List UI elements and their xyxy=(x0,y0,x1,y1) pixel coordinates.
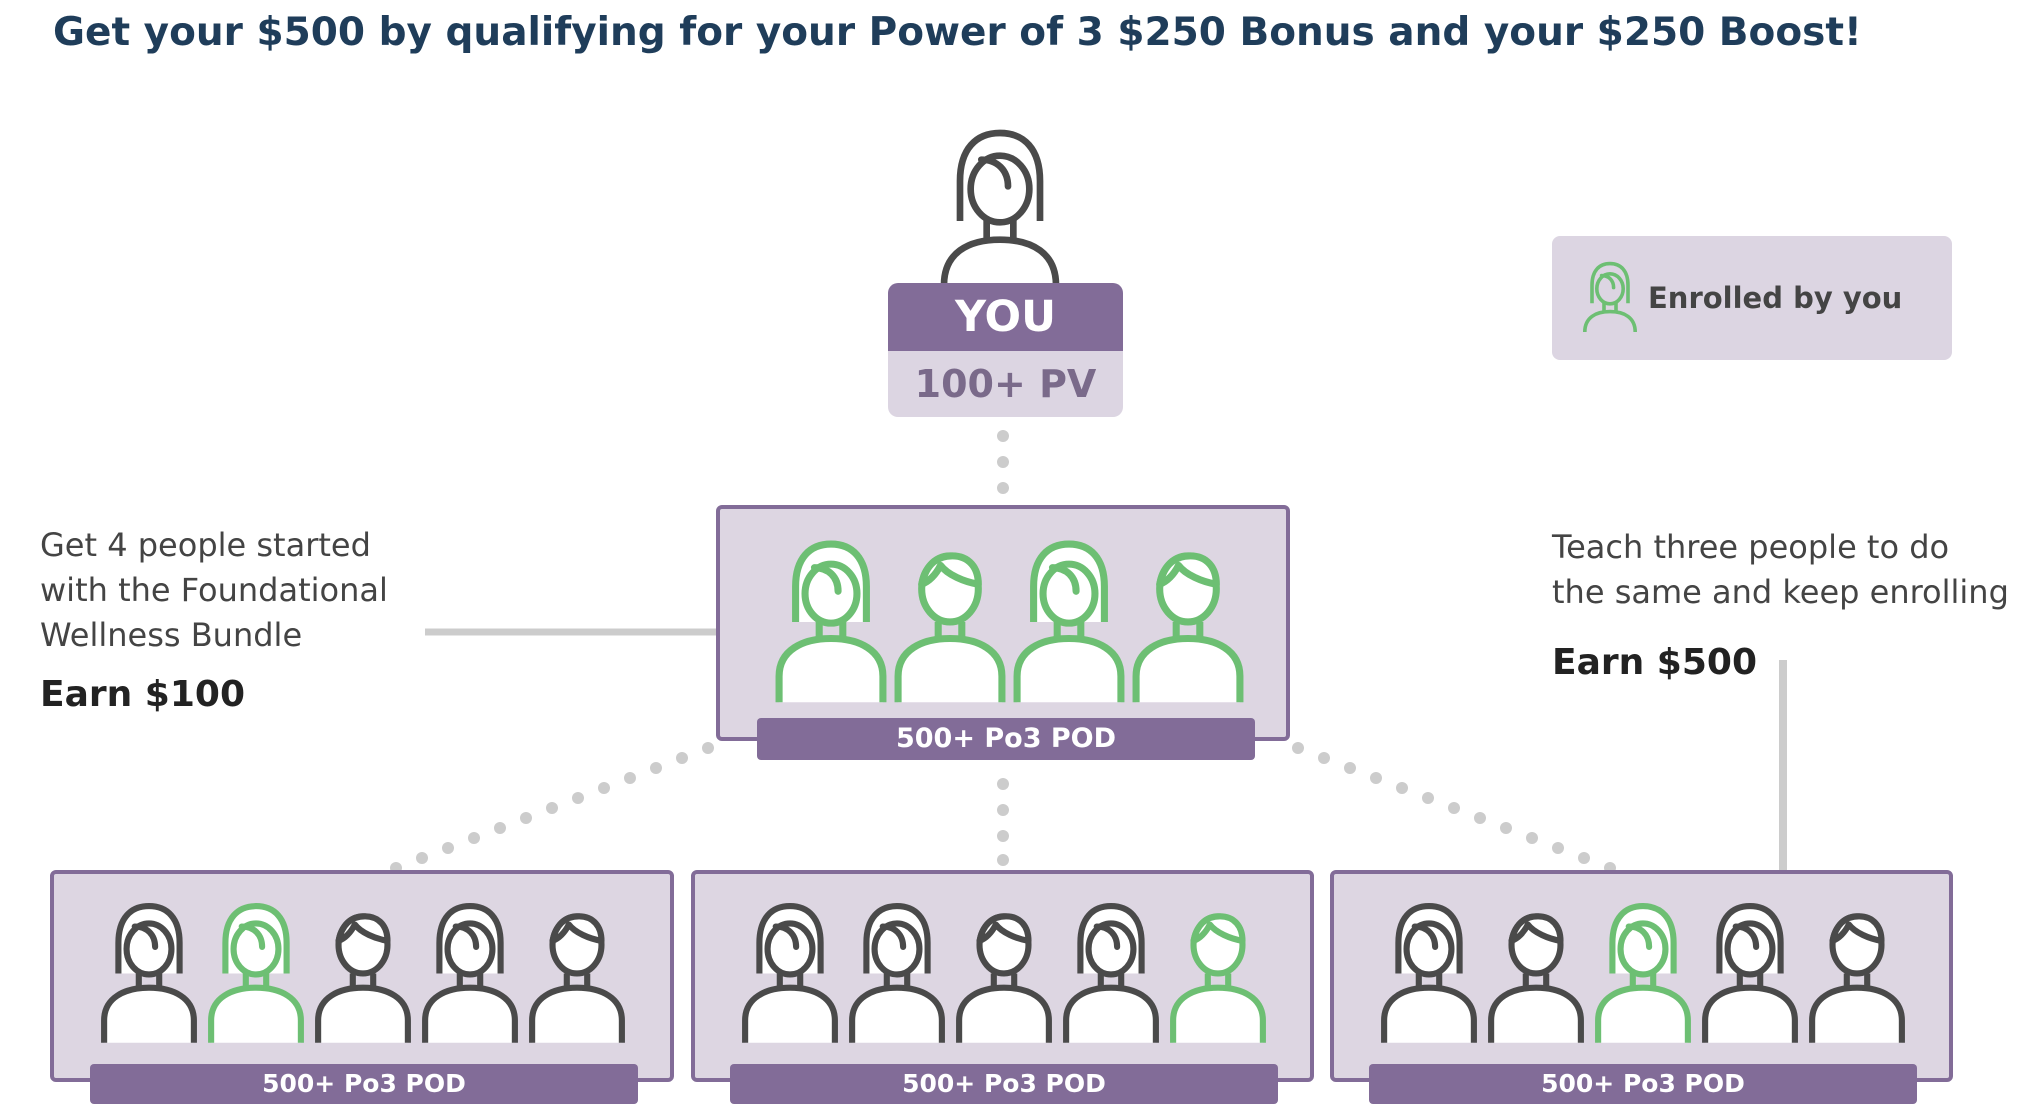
pod-people xyxy=(742,903,1266,1043)
woman-icon xyxy=(208,903,304,1043)
pod-label: 500+ Po3 POD xyxy=(90,1064,638,1104)
legend-label: Enrolled by you xyxy=(1648,281,1903,315)
bottom-pod-1: 500+ Po3 POD xyxy=(50,870,674,1104)
pod-people xyxy=(1381,903,1905,1043)
man-icon xyxy=(1170,913,1266,1043)
right-description: Teach three people to do the same and ke… xyxy=(1552,525,2009,615)
left-earn-amount: Earn $100 xyxy=(40,674,245,715)
pod-people xyxy=(775,540,1244,703)
woman-icon xyxy=(101,903,197,1043)
woman-icon xyxy=(422,903,518,1043)
woman-icon xyxy=(1702,903,1798,1043)
left-description-line: Wellness Bundle xyxy=(40,616,303,654)
right-description-line: the same and keep enrolling xyxy=(1552,573,2009,611)
left-description: Get 4 people started with the Foundation… xyxy=(40,523,388,658)
you-person-icon xyxy=(940,129,1060,285)
woman-icon xyxy=(1595,903,1691,1043)
left-description-line: with the Foundational xyxy=(40,571,388,609)
woman-icon xyxy=(742,903,838,1043)
man-icon xyxy=(894,552,1006,703)
pod-label: 500+ Po3 POD xyxy=(757,718,1255,760)
man-icon xyxy=(315,913,411,1043)
right-earn-amount: Earn $500 xyxy=(1552,642,1757,683)
pod-people xyxy=(101,903,625,1043)
right-description-line: Teach three people to do xyxy=(1552,528,1950,566)
left-description-line: Get 4 people started xyxy=(40,526,371,564)
man-icon xyxy=(956,913,1052,1043)
bottom-pod-2: 500+ Po3 POD xyxy=(691,870,1314,1104)
pod-label: 500+ Po3 POD xyxy=(1369,1064,1917,1104)
you-label: YOU xyxy=(888,283,1123,351)
pod-label: 500+ Po3 POD xyxy=(730,1064,1278,1104)
man-icon xyxy=(1488,913,1584,1043)
man-icon xyxy=(1132,552,1244,703)
legend: Enrolled by you xyxy=(1552,236,1952,360)
page-title: Get your $500 by qualifying for your Pow… xyxy=(53,10,1862,55)
you-card: YOU 100+ PV xyxy=(888,283,1123,417)
woman-icon xyxy=(1381,903,1477,1043)
man-icon xyxy=(529,913,625,1043)
woman-icon xyxy=(849,903,945,1043)
bottom-pod-3: 500+ Po3 POD xyxy=(1330,870,1953,1104)
you-pv-value: 100+ PV xyxy=(888,351,1123,417)
man-icon xyxy=(1809,913,1905,1043)
woman-icon xyxy=(1013,540,1125,703)
woman-icon xyxy=(1063,903,1159,1043)
woman-icon xyxy=(775,540,887,703)
top-pod: 500+ Po3 POD xyxy=(716,505,1290,760)
enrolled-person-icon xyxy=(1583,261,1637,333)
